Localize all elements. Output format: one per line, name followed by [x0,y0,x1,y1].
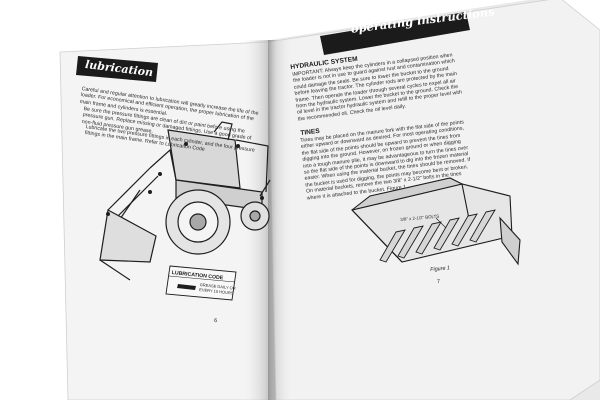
page-number-left: 6 [213,317,218,325]
fork-tines [379,209,496,263]
lubrication-heading-band [76,56,158,82]
right-page-spine-shade [268,40,296,400]
lubrication-code-box [165,265,237,301]
bolt-leader-line [435,217,447,229]
grease-gun-icon [177,284,196,290]
operating-heading-band [320,12,470,55]
page-number-right: 7 [436,278,441,286]
lubrication-points [106,142,264,216]
